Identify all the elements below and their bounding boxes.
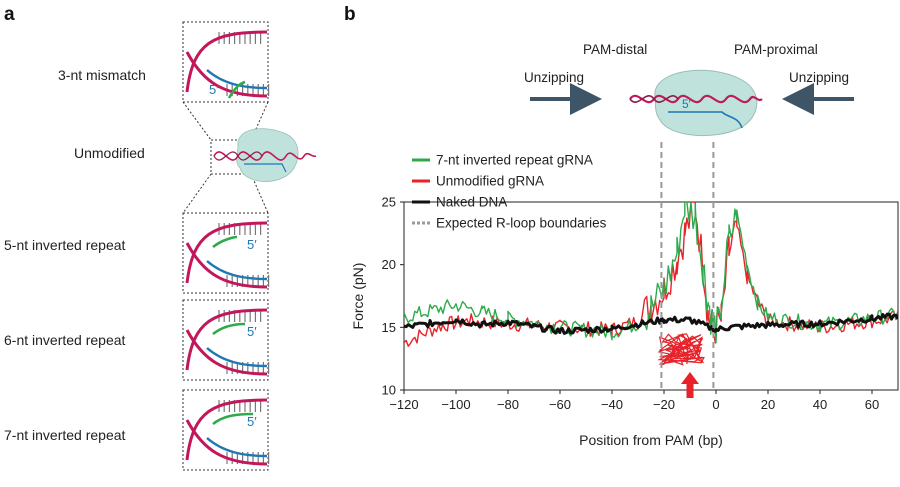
- rna-strand: [668, 111, 743, 129]
- y-tick-label: 25: [382, 195, 396, 210]
- dna-strand: [185, 398, 268, 461]
- five-prime-label: 5′: [247, 414, 257, 429]
- unzipping-left-label: Unzipping: [524, 70, 584, 85]
- dna-strand: [213, 151, 317, 161]
- zoom-connector: [250, 173, 269, 214]
- row-label-unmodified: Unmodified: [74, 145, 145, 161]
- zoom-box-3nt: [182, 21, 269, 103]
- rna-strand: [206, 347, 268, 368]
- x-tick-label: −60: [549, 397, 571, 412]
- x-tick-label: −100: [441, 397, 470, 412]
- cas9-complex-illustration: 5′: [629, 69, 763, 137]
- zoom-dna-illustration: 5′: [185, 221, 270, 289]
- dna-strand: [185, 242, 268, 289]
- rna-strand: [206, 69, 268, 90]
- pam-proximal-label: PAM-proximal: [734, 42, 818, 57]
- inverted-repeat-segment: [212, 322, 246, 336]
- dna-strand: [185, 51, 268, 98]
- dna-strand: [185, 419, 268, 466]
- panel-a-letter: a: [4, 4, 15, 25]
- x-axis-label: Position from PAM (bp): [579, 432, 723, 448]
- force-extension-chart: −120 −100 −80 −60 −40 −20 0 20 40 60 10 15 20 25 7-n…: [350, 142, 899, 448]
- legend-label: Expected R-loop boundaries: [436, 216, 607, 231]
- row-label-5nt: 5-nt inverted repeat: [4, 237, 126, 253]
- legend-label: Unmodified gRNA: [436, 174, 544, 189]
- zoom-dna-illustration: 5′: [185, 30, 270, 99]
- x-tick-label: −120: [389, 397, 418, 412]
- inverted-repeat-segment: [212, 412, 254, 426]
- zoom-box-6nt: [182, 299, 269, 381]
- arrow-layer: [681, 372, 699, 398]
- five-prime-label: 5′: [247, 324, 257, 339]
- panel-b-letter: b: [344, 4, 356, 25]
- row-label-7nt: 7-nt inverted repeat: [4, 427, 126, 443]
- y-axis: 10 15 20 25: [382, 195, 404, 398]
- small-complex-illustration: [213, 128, 317, 182]
- rna-strand: [206, 437, 268, 458]
- unzipping-right-label: Unzipping: [789, 70, 849, 85]
- dna-strand: [185, 221, 268, 284]
- pam-distal-label: PAM-distal: [583, 42, 647, 57]
- zoom-connector: [182, 101, 212, 141]
- protein-blob: [654, 69, 758, 137]
- panel-b: b PAM-distal PAM-proximal Unzipping Unzi…: [344, 4, 899, 448]
- x-tick-label: 20: [761, 397, 775, 412]
- zoom-box-5nt: [182, 212, 269, 294]
- x-axis: −120 −100 −80 −60 −40 −20 0 20 40 60: [389, 390, 879, 412]
- row-label-6nt: 6-nt inverted repeat: [4, 332, 126, 348]
- x-tick-label: 40: [813, 397, 827, 412]
- zoom-dna-illustration: 5′: [185, 308, 270, 376]
- dna-strand: [629, 95, 679, 103]
- five-prime-label: 5′: [247, 237, 257, 252]
- series-layer: [404, 202, 898, 366]
- row-label-3nt-mismatch: 3-nt mismatch: [58, 67, 146, 83]
- dna-strand: [213, 151, 263, 161]
- x-tick-label: 60: [865, 397, 879, 412]
- y-tick-label: 15: [382, 320, 396, 335]
- zoom-dna-illustration: 5′: [185, 398, 270, 466]
- x-tick-label: −80: [497, 397, 519, 412]
- panel-a: a 3-nt mismatch Unmodified 5-nt inverted…: [4, 4, 317, 471]
- y-tick-label: 20: [382, 257, 396, 272]
- five-prime-label: 5′: [209, 82, 219, 97]
- y-axis-label: Force (pN): [350, 263, 366, 330]
- zoom-connector: [250, 101, 269, 141]
- five-prime-label: 5′: [682, 97, 692, 111]
- mismatch-segment: [227, 80, 246, 99]
- rna-strand: [244, 163, 287, 173]
- protein-blob: [236, 128, 299, 182]
- dna-strand: [185, 329, 268, 376]
- x-tick-label: −40: [601, 397, 623, 412]
- dna-strand: [185, 30, 268, 93]
- series-line: [657, 333, 705, 366]
- arrow-up-icon: [681, 372, 699, 398]
- legend-label: 7-nt inverted repeat gRNA: [436, 153, 593, 168]
- inverted-repeat-segment: [212, 235, 238, 249]
- x-tick-label: 0: [712, 397, 719, 412]
- zoom-connector: [182, 173, 212, 214]
- plot-frame: [403, 201, 899, 391]
- x-tick-label: −20: [653, 397, 675, 412]
- series-line: [404, 202, 898, 344]
- dna-strand: [185, 308, 268, 371]
- series-line: [404, 312, 898, 335]
- legend: 7-nt inverted repeat gRNA Unmodified gRNA…: [412, 153, 607, 231]
- legend-label: Naked DNA: [436, 195, 507, 210]
- zoom-illustrations: 5′ 5′ 5′ 5′: [185, 30, 270, 466]
- zoom-box-7nt: [182, 389, 269, 471]
- rna-strand: [206, 260, 268, 281]
- y-tick-label: 10: [382, 383, 396, 398]
- boundary-layer: [660, 142, 715, 390]
